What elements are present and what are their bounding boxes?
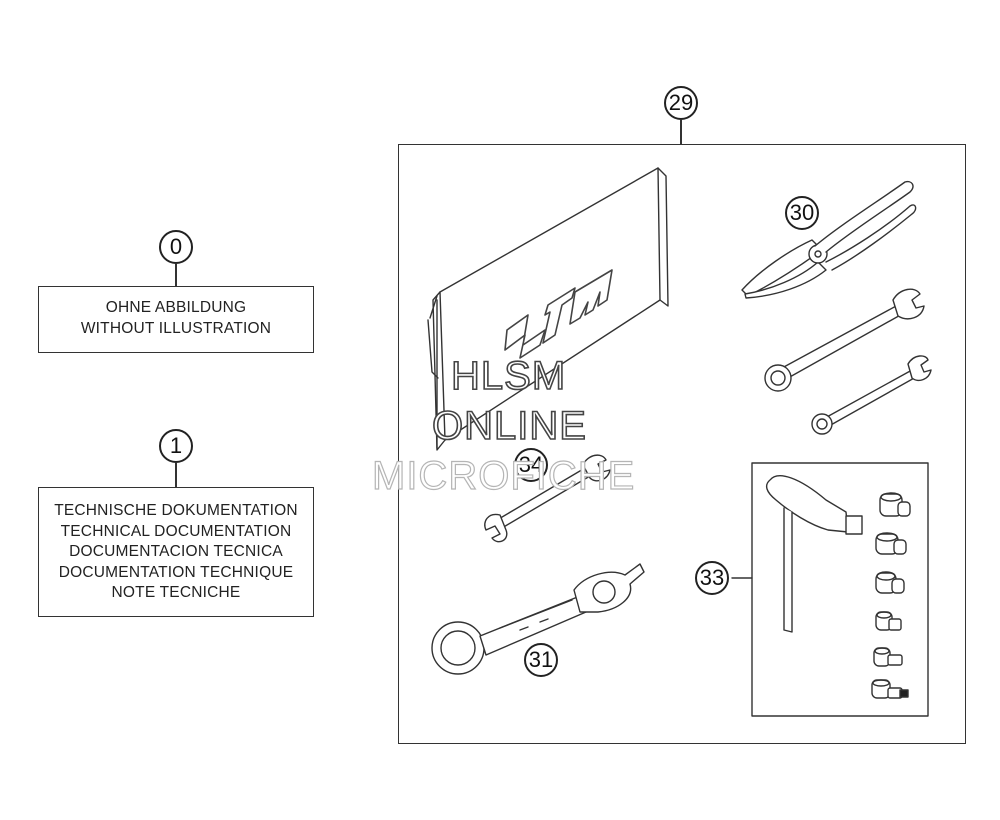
note-line: OHNE ABBILDUNG	[105, 299, 247, 316]
small-combination-wrench-icon	[811, 355, 932, 435]
note-line: NOTE TECNICHE	[111, 584, 241, 601]
pliers-icon	[741, 180, 917, 299]
note-line: TECHNICAL DOCUMENTATION	[60, 522, 292, 540]
owners-manual-icon	[427, 167, 669, 451]
callout-34: 34	[514, 448, 548, 482]
callout-33: 33	[695, 561, 729, 595]
open-end-wrench-icon	[484, 454, 611, 543]
callout-30: 30	[785, 196, 819, 230]
note-line: TECHNISCHE DOKUMENTATION	[54, 502, 298, 519]
bit-icon	[871, 679, 909, 699]
leader-line-29	[680, 120, 682, 145]
leader-line-1	[175, 463, 177, 488]
watermark-line: ONLINE	[431, 404, 587, 448]
note-box-without-illustration: OHNE ABBILDUNG WITHOUT ILLUSTRATION	[38, 286, 314, 353]
combination-wrench-icon	[764, 288, 925, 392]
callout-0: 0	[159, 230, 193, 264]
socket-icon	[875, 532, 907, 555]
bit-icon	[875, 611, 902, 631]
t-handle-driver-icon	[765, 475, 863, 633]
note-line: DOCUMENTATION TECHNIQUE	[58, 563, 294, 581]
multi-wrench-icon	[431, 563, 645, 675]
callout-29: 29	[664, 86, 698, 120]
socket-icon	[879, 492, 911, 517]
socket-icons	[871, 492, 911, 699]
socket-icon	[875, 571, 905, 594]
watermark-line: HLSM	[450, 354, 567, 398]
callout-1: 1	[159, 429, 193, 463]
watermark-line: MICROFICHE	[371, 454, 636, 498]
note-line: WITHOUT ILLUSTRATION	[80, 319, 272, 337]
callout-31: 31	[524, 643, 558, 677]
note-box-technical-documentation: TECHNISCHE DOKUMENTATION TECHNICAL DOCUM…	[38, 487, 314, 617]
leader-line-0	[175, 264, 177, 287]
note-line: DOCUMENTACION TECNICA	[69, 543, 283, 560]
bit-icon	[873, 647, 903, 667]
